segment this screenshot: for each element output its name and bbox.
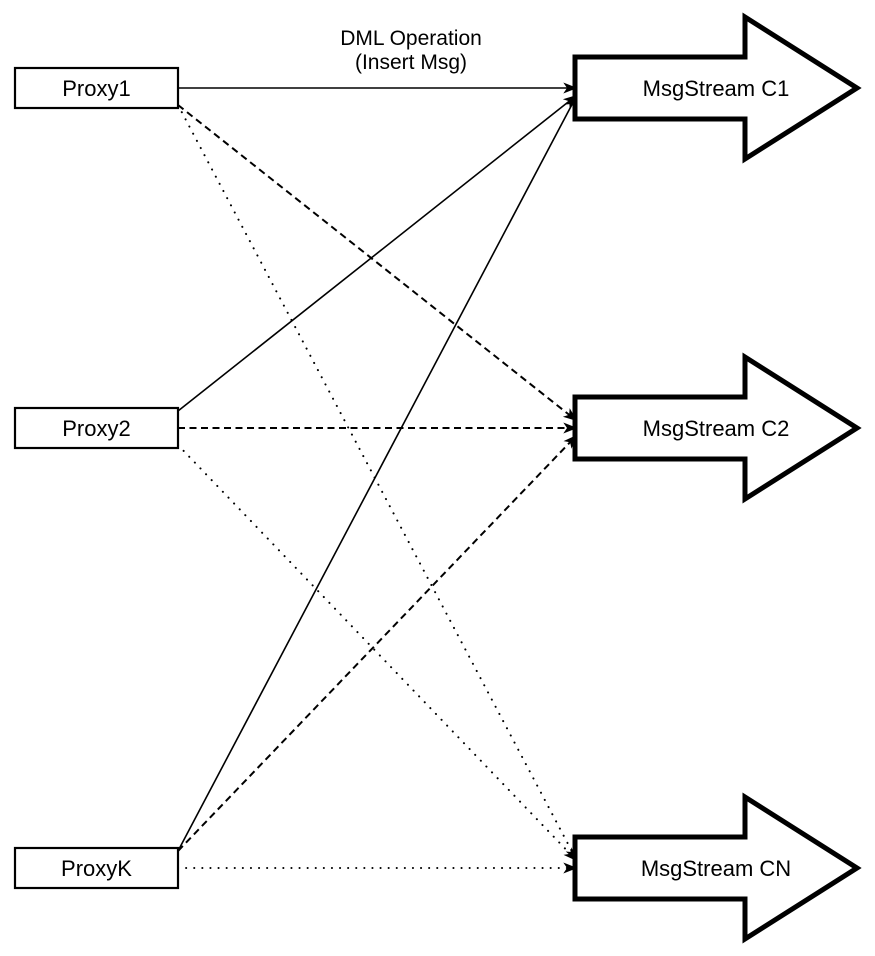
msgstream-node-CN: MsgStream CN	[572, 792, 862, 944]
msgstream-label: MsgStream C1	[643, 76, 790, 101]
proxy-box	[13, 406, 180, 450]
dml-operation-label-line1: DML Operation	[340, 27, 482, 50]
edge-ProxyK-C1	[177, 94, 578, 852]
edge-Proxy2-C1	[177, 94, 578, 412]
edges-layer	[177, 82, 578, 874]
proxy-box	[13, 846, 180, 890]
proxy-label: Proxy2	[62, 416, 130, 441]
msgstream-arrow-shape	[572, 792, 862, 944]
edge-Proxy1-CN	[177, 104, 578, 862]
proxy-label: ProxyK	[61, 856, 132, 881]
msgstream-node-C1: MsgStream C1	[572, 12, 862, 164]
msgstream-arrow-shape	[572, 352, 862, 504]
proxy-node-ProxyK: ProxyK	[13, 846, 180, 890]
proxy-node-Proxy2: Proxy2	[13, 406, 180, 450]
msgstream-arrow-shape	[572, 12, 862, 164]
msgstream-node-C2: MsgStream C2	[572, 352, 862, 504]
msgstream-label: MsgStream CN	[641, 856, 791, 881]
edge-Proxy1-C2	[177, 104, 578, 422]
proxy-box	[13, 66, 180, 110]
dml-operation-label-line2: (Insert Msg)	[355, 51, 467, 74]
proxy-node-Proxy1: Proxy1	[13, 66, 180, 110]
proxy-label: Proxy1	[62, 76, 130, 101]
edge-Proxy2-CN	[177, 444, 578, 862]
edge-ProxyK-C2	[177, 434, 578, 852]
msgstream-label: MsgStream C2	[643, 416, 790, 441]
labels-layer: DML Operation(Insert Msg)	[340, 27, 482, 74]
